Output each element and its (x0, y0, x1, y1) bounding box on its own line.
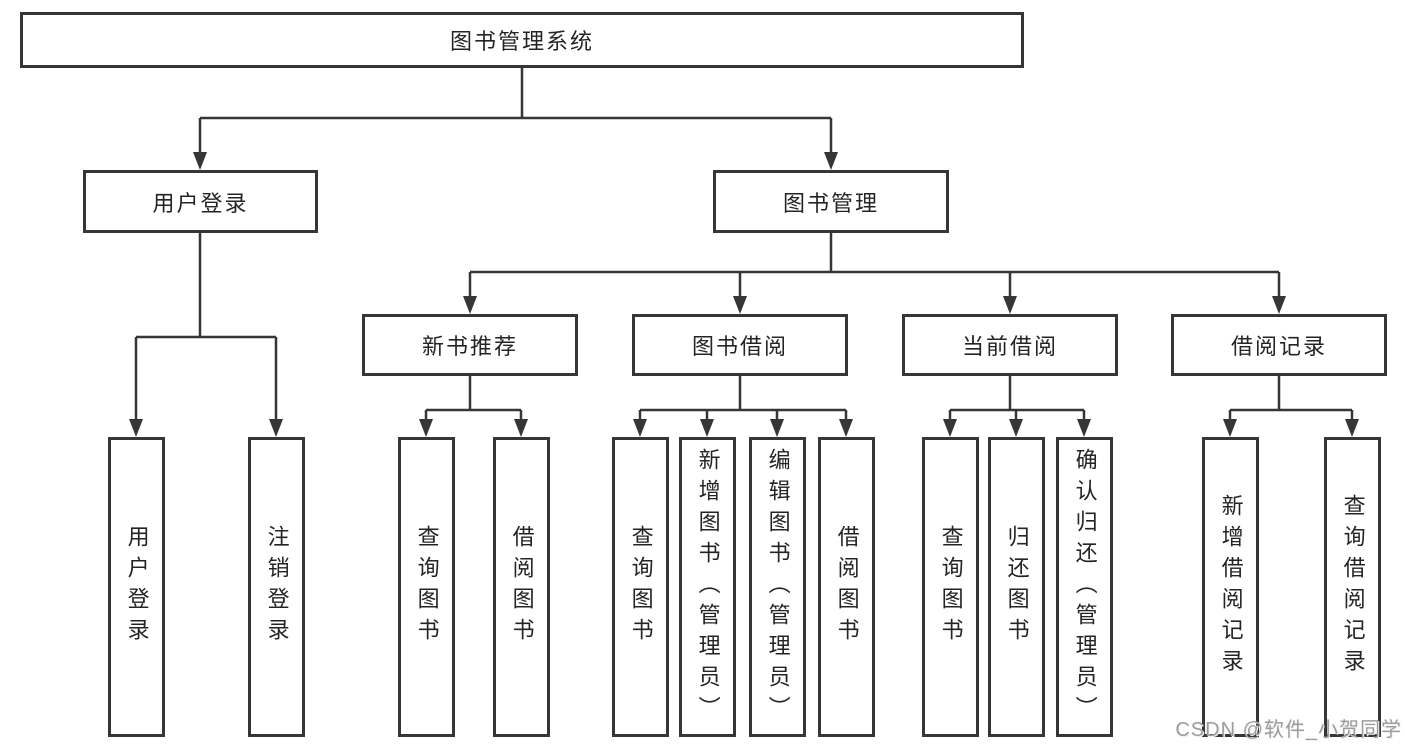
connector-line (134, 233, 278, 420)
node-label: 新增借阅记录 (1218, 494, 1244, 680)
connector-current-borrowing-to-children (943, 376, 1091, 437)
leaf-query-books-current: 查询图书 (922, 437, 979, 737)
leaf-edit-book-admin: 编辑图书（管理员） (749, 437, 806, 737)
node-label: 图书借阅 (691, 334, 788, 359)
node-label: 用户登录 (124, 525, 150, 649)
node-label: 新书推荐 (421, 334, 518, 359)
arrowhead-down-icon (193, 152, 207, 170)
arrowhead-down-icon (1009, 419, 1023, 437)
connector-line (198, 68, 833, 153)
node-label: 编辑图书（管理员） (765, 447, 791, 727)
leaf-add-borrow-record: 新增借阅记录 (1202, 437, 1259, 737)
leaf-return-book: 归还图书 (988, 437, 1045, 737)
node-user-login: 用户登录 (83, 170, 318, 233)
leaf-query-books-borrowing: 查询图书 (612, 437, 669, 737)
arrowhead-down-icon (770, 419, 784, 437)
node-label: 借阅图书 (834, 525, 860, 649)
node-new-book-recommendation: 新书推荐 (362, 314, 578, 376)
node-label: 用户登录 (152, 190, 249, 216)
leaf-query-borrow-record: 查询借阅记录 (1324, 437, 1381, 737)
node-library-management-system: 图书管理系统 (20, 12, 1024, 68)
node-label: 图书管理系统 (449, 29, 594, 54)
node-label: 查询图书 (628, 525, 654, 649)
leaf-confirm-return-admin: 确认归还（管理员） (1056, 437, 1113, 737)
watermark-text: CSDN @软件_小贺同学 (1175, 719, 1402, 741)
arrowhead-down-icon (943, 419, 957, 437)
connector-line (1228, 376, 1354, 420)
arrowhead-down-icon (1223, 419, 1237, 437)
leaf-add-book-admin: 新增图书（管理员） (679, 437, 736, 737)
node-label: 新增图书（管理员） (695, 447, 721, 727)
node-book-management: 图书管理 (713, 170, 949, 233)
connector-root-to-level2 (193, 68, 838, 170)
leaf-borrow-books-recommend: 借阅图书 (493, 437, 550, 737)
arrowhead-down-icon (129, 419, 143, 437)
arrowhead-down-icon (1003, 296, 1017, 314)
arrowhead-down-icon (514, 419, 528, 437)
connector-line (948, 376, 1086, 420)
arrowhead-down-icon (1077, 419, 1091, 437)
arrowhead-down-icon (839, 419, 853, 437)
leaf-user-login: 用户登录 (108, 437, 165, 737)
leaf-borrow-books: 借阅图书 (818, 437, 875, 737)
node-label: 查询图书 (414, 525, 440, 649)
connector-new-book-recommendation-to-children (419, 376, 528, 437)
arrowhead-down-icon (419, 419, 433, 437)
arrowhead-down-icon (269, 419, 283, 437)
node-label: 注销登录 (264, 525, 290, 649)
node-label: 确认归还（管理员） (1072, 447, 1098, 727)
node-label: 借阅记录 (1230, 334, 1327, 359)
leaf-query-books-recommend: 查询图书 (398, 437, 455, 737)
leaf-logout-login: 注销登录 (248, 437, 305, 737)
connector-line (424, 376, 523, 420)
arrowhead-down-icon (700, 419, 714, 437)
arrowhead-down-icon (633, 419, 647, 437)
node-book-borrowing: 图书借阅 (632, 314, 848, 376)
connector-book-borrowing-to-children (633, 376, 853, 437)
node-label: 归还图书 (1004, 525, 1030, 649)
node-label: 查询借阅记录 (1340, 494, 1366, 680)
arrowhead-down-icon (1272, 296, 1286, 314)
arrowhead-down-icon (824, 152, 838, 170)
connector-line (638, 376, 848, 420)
node-label: 借阅图书 (509, 525, 535, 649)
arrowhead-down-icon (463, 296, 477, 314)
node-label: 当前借阅 (961, 334, 1058, 359)
node-label: 图书管理 (782, 190, 879, 216)
arrowhead-down-icon (1345, 419, 1359, 437)
node-current-borrowing: 当前借阅 (902, 314, 1118, 376)
node-borrowing-records: 借阅记录 (1171, 314, 1387, 376)
connector-book-management-to-level3 (463, 233, 1286, 314)
connector-line (468, 233, 1281, 297)
connector-borrowing-records-to-children (1223, 376, 1359, 437)
arrowhead-down-icon (733, 296, 747, 314)
node-label: 查询图书 (938, 525, 964, 649)
connector-user-login-to-children (129, 233, 283, 437)
